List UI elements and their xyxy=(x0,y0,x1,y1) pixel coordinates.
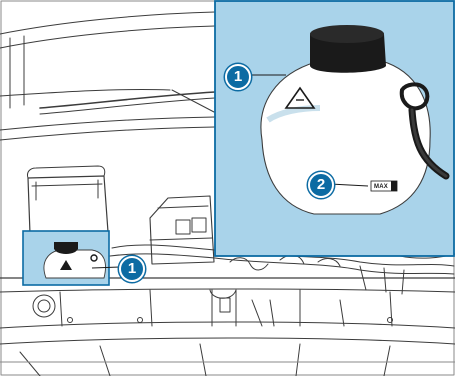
inset-panel xyxy=(215,1,454,256)
callout-1-reservoir-cap: 1 xyxy=(225,64,251,90)
max-mark-label: MAX xyxy=(374,183,392,191)
callout-1-engine-bay: 1 xyxy=(119,256,145,282)
callout-2-max-mark: 2 xyxy=(308,172,334,198)
reservoir-highlight xyxy=(23,231,120,285)
